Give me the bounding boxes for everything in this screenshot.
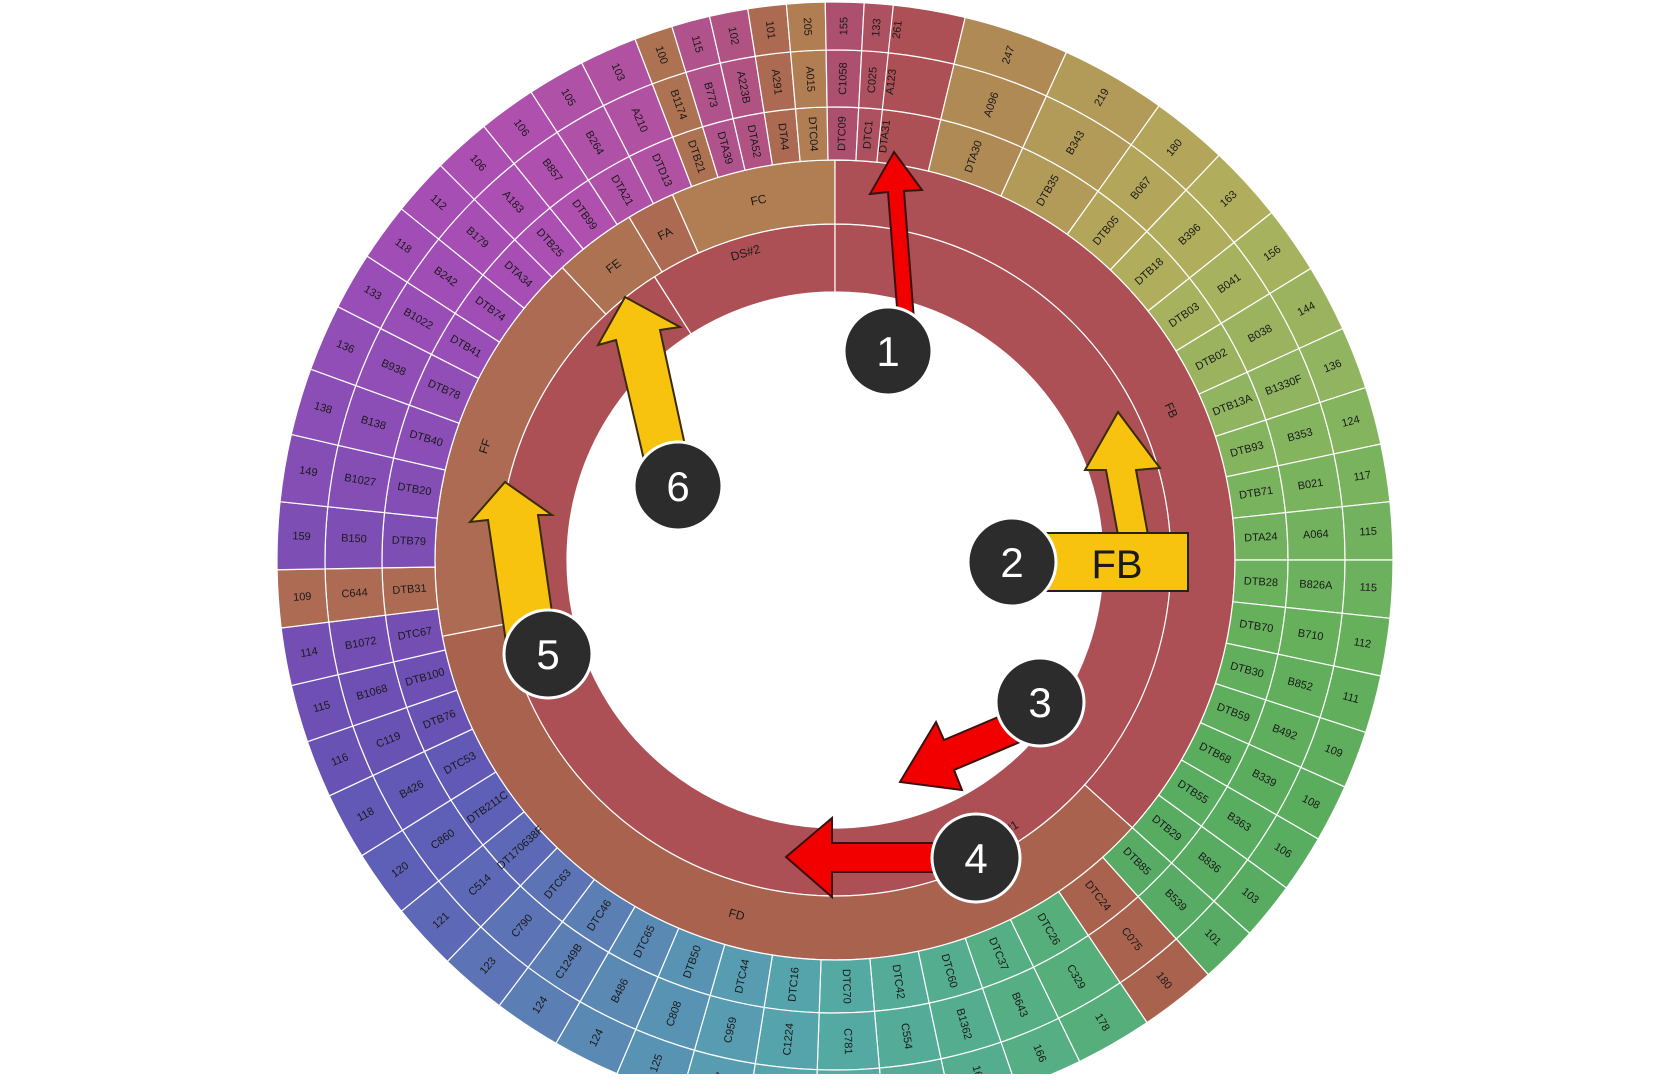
yellow-arrow-5	[467, 480, 558, 644]
dtc-label: DTC09	[836, 116, 849, 151]
red-arrow-1	[868, 150, 924, 321]
code-label: B1027	[343, 472, 376, 489]
red-arrow-4	[784, 815, 949, 900]
dtc-label: DTB79	[392, 535, 427, 548]
code-label: B150	[341, 532, 367, 545]
red-arrow-3	[898, 710, 1022, 792]
dtc-label: DTB31	[392, 583, 427, 597]
annotation-number-2: 2	[1000, 539, 1023, 586]
dtc-label: DTC1	[861, 120, 875, 150]
annotation-1: 1	[842, 150, 934, 397]
dtc-label: DTC70	[840, 969, 853, 1004]
code-label: C959	[722, 1016, 739, 1044]
dtc-label: DTB28	[1244, 575, 1279, 589]
code-label: B710	[1297, 627, 1324, 643]
count-label: 111	[1341, 690, 1360, 706]
code-label: C644	[341, 587, 368, 601]
count-label: 101	[763, 20, 777, 40]
annotation-number-6: 6	[666, 463, 689, 510]
family-label: FB	[1162, 400, 1181, 420]
count-label: 125	[648, 1053, 665, 1074]
count-label: 138	[312, 400, 333, 417]
dtc-label: DTB70	[1238, 618, 1274, 635]
count-label: 155	[838, 17, 850, 36]
annotation-2: FB 2	[966, 410, 1189, 608]
annotation-number-4: 4	[964, 835, 987, 882]
count-label: 115	[1359, 526, 1377, 539]
dtc-label: DTC67	[397, 625, 433, 643]
code-label: A015	[803, 66, 816, 92]
count-label: 205	[801, 17, 814, 36]
count-label: 114	[299, 645, 318, 660]
annotation-4: 4	[784, 812, 1022, 904]
count-label: 149	[298, 464, 318, 479]
annotation-badge-4	[930, 812, 1022, 904]
dtc-label: DTA4	[775, 122, 790, 151]
dtc-label: DTC04	[806, 116, 820, 151]
count-label: 261	[891, 20, 905, 40]
family-label: FC	[749, 191, 768, 208]
code-label: C025	[866, 66, 880, 93]
family-label: FD	[727, 906, 746, 924]
code-label: C781	[841, 1028, 854, 1055]
sunburst-rings: DS#2DS#1FCFAFEFFFBFDDTA31A123261DTA30A09…	[276, 1, 1394, 1079]
dtc-label: DTB71	[1238, 485, 1274, 502]
count-label: 133	[870, 18, 883, 37]
code-label: B826A	[1299, 578, 1333, 592]
yellow-arrow-2	[1083, 410, 1162, 536]
dtc-label: DTA24	[1244, 531, 1278, 545]
annotation-6: 6	[595, 295, 724, 532]
count-label: 115	[689, 34, 705, 54]
yellow-arrow-6	[595, 295, 688, 462]
annotation-badge-2	[966, 516, 1058, 608]
count-label: 115	[312, 699, 332, 715]
dtc-label: DTC42	[890, 964, 907, 1000]
family-label: FA	[655, 224, 674, 243]
dtc-label: DTA31	[877, 119, 893, 154]
count-label: 115	[1359, 581, 1377, 594]
code-label: B021	[1297, 477, 1324, 493]
annotation-number-3: 3	[1028, 679, 1051, 726]
count-label: 159	[292, 530, 311, 543]
annotation-layer: 1 FB 2 3 4	[467, 150, 1189, 904]
fb-label-text: FB	[1091, 543, 1142, 587]
annotation-3: 3	[898, 656, 1086, 792]
annotation-badge-1	[842, 305, 934, 397]
annotation-badge-6	[632, 440, 724, 532]
count-label: 109	[293, 591, 312, 604]
count-label: 112	[1353, 636, 1372, 651]
count-label: 247	[1000, 44, 1017, 65]
count-label: 124	[1340, 414, 1361, 430]
code-label: C1058	[837, 62, 850, 95]
code-label: B1072	[344, 635, 377, 652]
annotation-badge-3	[994, 656, 1086, 748]
count-label: 102	[725, 26, 740, 46]
dtc-label: DTC16	[786, 967, 801, 1003]
annotation-badge-5	[502, 608, 594, 700]
code-label: A064	[1303, 528, 1329, 541]
annotation-number-1: 1	[876, 328, 899, 375]
code-label: A123	[884, 68, 899, 95]
family-label: FF	[476, 437, 494, 455]
code-label: A291	[769, 69, 784, 96]
dtc-label: DTB20	[396, 481, 432, 498]
count-label: 117	[1353, 469, 1372, 484]
code-label: C554	[898, 1022, 914, 1050]
code-label: C1224	[781, 1023, 796, 1056]
count-label: 100	[652, 44, 669, 65]
count-segment	[861, 2, 894, 54]
annotation-5: 5	[467, 480, 594, 700]
annotation-number-5: 5	[536, 631, 559, 678]
